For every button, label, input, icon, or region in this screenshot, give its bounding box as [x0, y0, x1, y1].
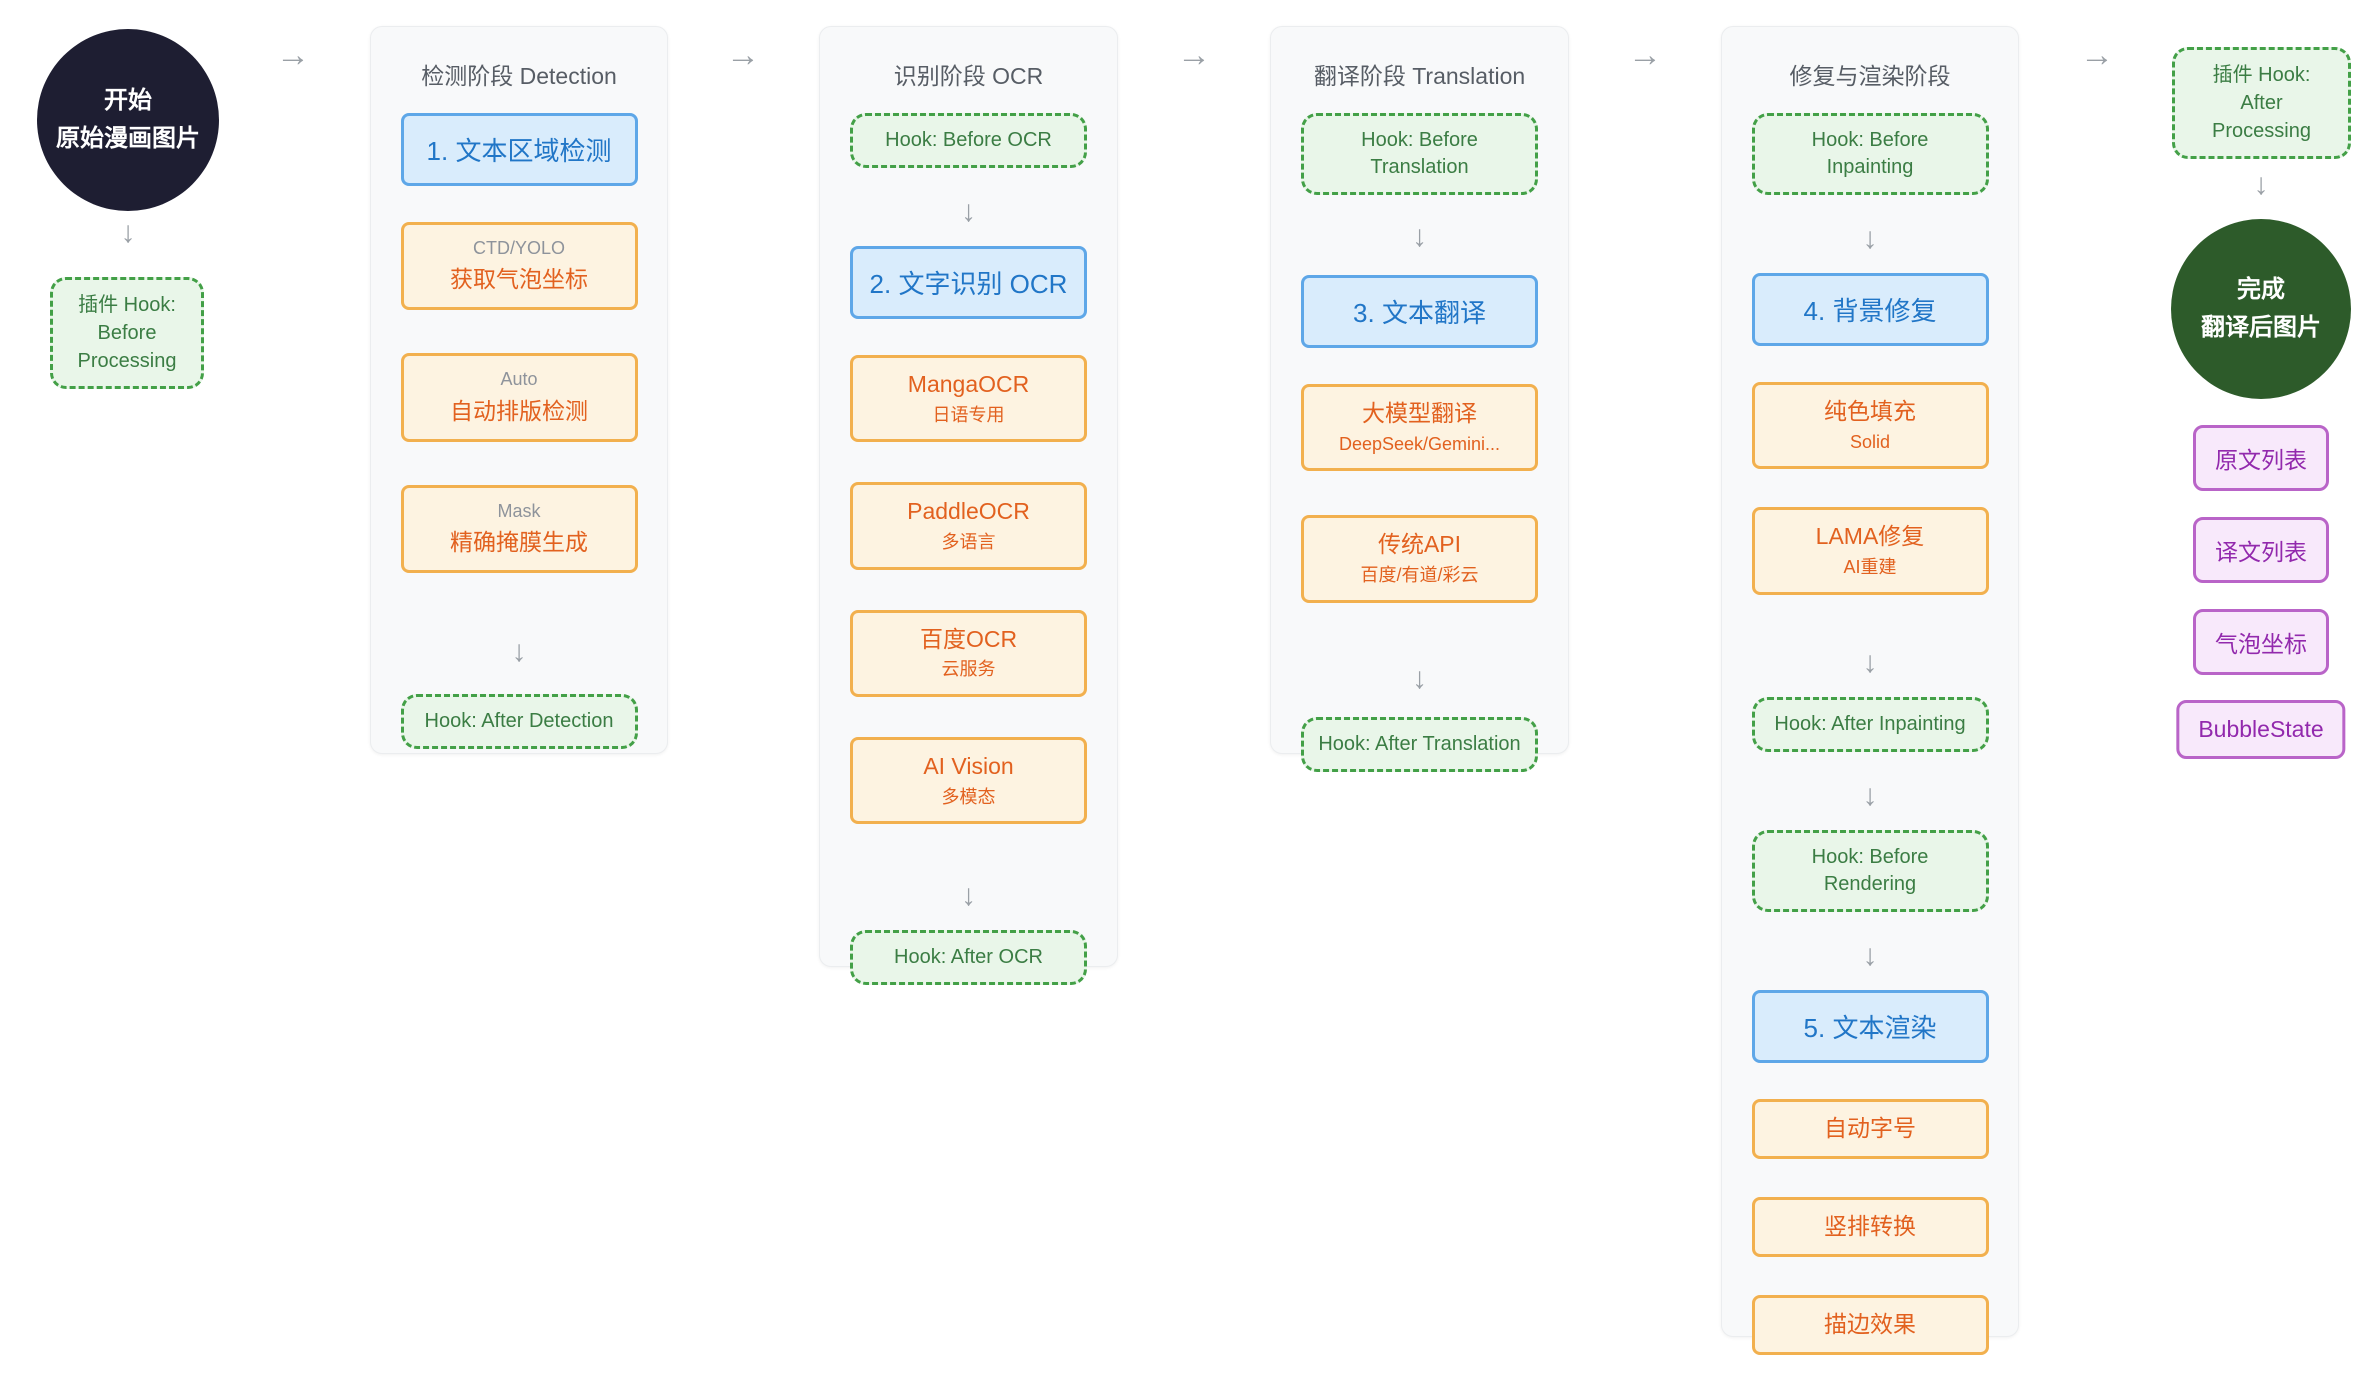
- flow-node-step: 1. 文本区域检测: [400, 113, 638, 186]
- tool-label: 传统API: [1377, 531, 1462, 558]
- flow-node-step: 3. 文本翻译: [1301, 275, 1538, 348]
- tool-label: 精确掩膜生成: [450, 528, 588, 555]
- flow-node-hook: Hook: Before Inpainting: [1751, 113, 1989, 195]
- arrow-down-icon: ↓: [1412, 661, 1427, 695]
- tool-engine-label: Mask: [497, 500, 541, 521]
- tool-label: 自动排版检测: [450, 397, 588, 424]
- flow-node-step: 5. 文本渲染: [1751, 989, 1989, 1063]
- tool-label: 大模型翻译: [1362, 400, 1477, 426]
- tool-sub-label: DeepSeek/Gemini...: [1338, 433, 1501, 454]
- tool-sub-label: 多模态: [941, 786, 996, 807]
- flow-node-tool: MangaOCR 日语专用: [850, 355, 1087, 443]
- arrow-right-icon: →: [1177, 36, 1211, 74]
- flow-node-tool: 传统API 百度/有道/彩云: [1301, 515, 1538, 603]
- arrow-down-icon: ↓: [511, 634, 527, 668]
- stage-card-detection: 检测阶段 Detection 1. 文本区域检测 CTD/YOLO 获取气泡坐标 Au…: [370, 26, 668, 754]
- tool-label: LAMA修复: [1815, 523, 1925, 550]
- stage-title-ocr: 识别阶段 OCR: [893, 63, 1044, 89]
- arrow-down-icon: ↓: [120, 216, 136, 249]
- tool-sub-label: AI重建: [1843, 557, 1897, 578]
- flow-node-hook: Hook: After Translation: [1301, 716, 1538, 772]
- tool-label: 自动字号: [1824, 1114, 1916, 1141]
- output-translated-text-list: 译文列表: [2193, 517, 2329, 583]
- arrow-right-icon: →: [276, 36, 310, 74]
- flow-node-tool: 百度OCR 云服务: [850, 609, 1087, 697]
- arrow-right-icon: →: [2080, 36, 2114, 74]
- flow-node-tool: PaddleOCR 多语言: [850, 482, 1087, 570]
- arrow-down-icon: ↓: [1862, 222, 1878, 255]
- flow-node-tool: CTD/YOLO 获取气泡坐标: [400, 222, 638, 311]
- flow-node-tool: 竖排转换: [1751, 1196, 1989, 1257]
- flow-node-step: 2. 文字识别 OCR: [850, 246, 1087, 319]
- arrow-right-icon: →: [726, 36, 760, 74]
- flow-node-hook: Hook: After Detection: [400, 693, 638, 749]
- output-source-text-list: 原文列表: [2193, 425, 2329, 491]
- stage-title-inpaint-render: 修复与渲染阶段: [1789, 63, 1951, 89]
- output-bubble-coords: 气泡坐标: [2193, 609, 2329, 675]
- flow-node-tool: 自动字号: [1751, 1098, 1989, 1159]
- tool-sub-label: 百度/有道/彩云: [1360, 565, 1479, 586]
- tool-sub-label: 云服务: [941, 659, 996, 680]
- arrow-down-icon: ↓: [1412, 220, 1427, 253]
- arrow-right-icon: →: [1628, 36, 1662, 74]
- finish-node: 完成 翻译后图片: [2171, 219, 2351, 399]
- arrow-down-icon: ↓: [2253, 168, 2269, 201]
- flow-node-hook: Hook: After OCR: [850, 930, 1087, 986]
- tool-label: 获取气泡坐标: [450, 266, 588, 293]
- flow-node-tool: Mask 精确掩膜生成: [400, 484, 638, 573]
- start-node: 开始 原始漫画图片: [37, 29, 219, 211]
- stage-title-translation: 翻译阶段 Translation: [1313, 63, 1526, 89]
- tool-label: 纯色填充: [1824, 398, 1916, 424]
- tool-engine-label: CTD/YOLO: [472, 238, 565, 258]
- flow-node-step: 4. 背景修复: [1751, 273, 1989, 346]
- tool-sub-label: Solid: [1849, 431, 1891, 452]
- stage-card-inpaint-render: 修复与渲染阶段 Hook: Before Inpainting ↓ 4. 背景修复纯…: [1721, 26, 2019, 1355]
- hook-after-processing: 插件 Hook: After Processing: [2172, 47, 2351, 159]
- tool-label: 百度OCR: [919, 625, 1018, 652]
- arrow-down-icon: ↓: [961, 195, 976, 228]
- arrow-down-icon: ↓: [1862, 938, 1878, 972]
- arrow-down-icon: ↓: [1862, 645, 1878, 679]
- tool-label: 描边效果: [1824, 1310, 1916, 1337]
- flow-node-hook: Hook: Before OCR: [850, 113, 1087, 168]
- tool-label: 竖排转换: [1824, 1212, 1916, 1239]
- flow-node-tool: LAMA修复 AI重建: [1751, 507, 1989, 595]
- flow-node-hook: Hook: After Inpainting: [1751, 696, 1989, 752]
- stage-title-detection: 检测阶段 Detection: [421, 63, 617, 89]
- flow-node-tool: 描边效果: [1751, 1294, 1989, 1355]
- tool-label: AI Vision: [923, 752, 1014, 779]
- tool-engine-label: Auto: [500, 369, 538, 390]
- flow-node-hook: Hook: Before Rendering: [1751, 829, 1989, 912]
- arrow-down-icon: ↓: [961, 879, 976, 913]
- output-bubble-state: BubbleState: [2176, 700, 2346, 759]
- flow-node-tool: 纯色填充 Solid: [1751, 382, 1989, 470]
- stage-card-translation: 翻译阶段 Translation Hook: Before Translatio…: [1270, 26, 1569, 772]
- flow-node-tool: Auto 自动排版检测: [400, 353, 638, 442]
- tool-label: MangaOCR: [907, 371, 1030, 397]
- flow-node-tool: 大模型翻译 DeepSeek/Gemini...: [1301, 384, 1538, 472]
- arrow-down-icon: ↓: [1862, 778, 1878, 812]
- hook-before-processing: 插件 Hook: Before Processing: [50, 277, 204, 389]
- tool-sub-label: 多语言: [941, 532, 996, 553]
- tool-label: PaddleOCR: [907, 498, 1030, 525]
- tool-sub-label: 日语专用: [932, 404, 1005, 425]
- flow-node-tool: AI Vision 多模态: [850, 736, 1087, 825]
- flow-node-hook: Hook: Before Translation: [1301, 113, 1538, 195]
- stage-card-ocr: 识别阶段 OCR Hook: Before OCR ↓ 2. 文字识别 OCR Man…: [819, 26, 1118, 986]
